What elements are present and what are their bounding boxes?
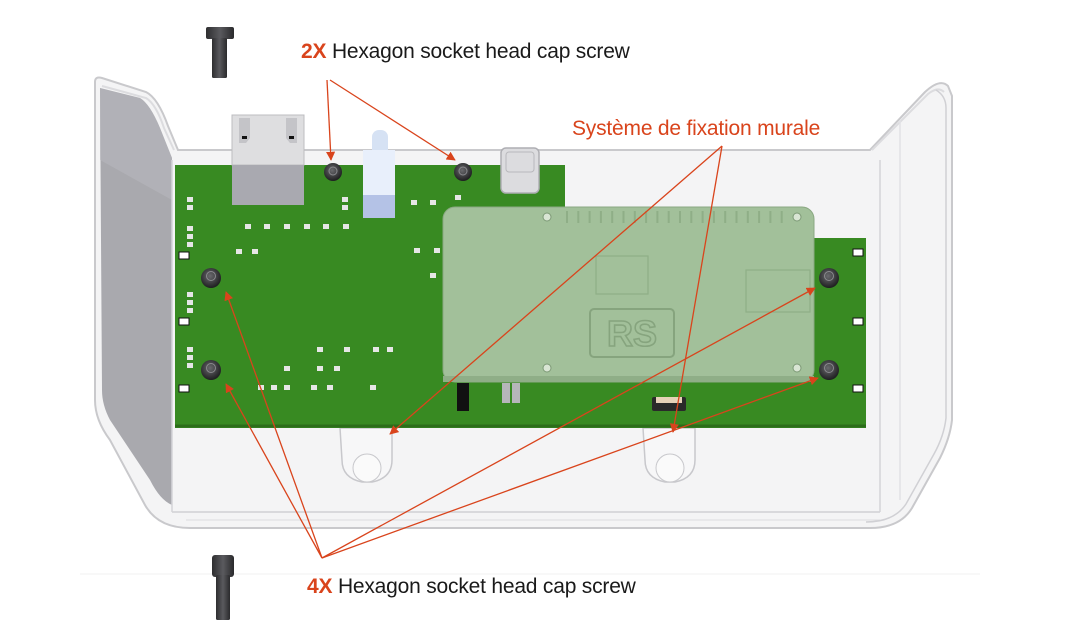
smd-component [252,249,258,254]
smd-component [187,300,193,305]
header-pin [712,211,715,223]
smd-component [187,226,193,231]
ic-footprint [852,248,864,257]
smd-component [284,385,290,390]
light-pipe [363,130,395,218]
callout-bottom-screws-qty: 4X [307,575,333,598]
smd-component [317,347,323,352]
smd-component [187,308,193,313]
usb-c-port [500,147,540,194]
smd-component [284,366,290,371]
header-pin [599,211,602,223]
smd-component [284,224,290,229]
smd-component [344,347,350,352]
pcb-screw-top-2 [454,163,472,181]
callout-wall-mount: Système de fixation murale [572,117,820,141]
smd-component [264,224,270,229]
smd-component [187,363,193,368]
header-pin [746,211,749,223]
pcb-screw-right-upper [819,268,839,288]
header-pin [701,211,704,223]
header-black [457,383,469,411]
smd-component [187,242,193,247]
header-pin [780,211,783,223]
header-pin [679,211,681,223]
smd-component [370,385,376,390]
ethernet-port [231,114,305,205]
header-pin [645,211,648,223]
smd-component [455,195,461,200]
smd-component [187,197,193,202]
pcb-screw-top-1 [324,163,342,181]
ic-footprint [852,384,864,393]
callout-top-screws-label: Hexagon socket head cap screw [331,40,630,63]
smd-component [271,385,277,390]
smd-component [342,197,348,202]
header-pin [566,211,568,223]
ic-footprint [178,317,190,326]
smd-component [434,248,440,253]
smd-component [343,224,349,229]
smd-component [304,224,310,229]
callout-arrows-wall-mount [389,145,723,435]
smd-component [411,200,417,205]
callout-arrows-top-screws [326,79,456,161]
wall-mount-clip-left [339,427,393,483]
header-pin [622,211,625,223]
callout-bottom-screws: 4X Hexagon socket head cap screw [307,575,636,599]
callout-top-screws-qty: 2X [301,40,327,63]
header-pin [758,211,761,223]
smd-component [334,366,340,371]
pcb-components [178,195,864,393]
smd-component [317,366,323,371]
smd-component [327,385,333,390]
header-pin [769,211,772,223]
smd-component [414,248,420,253]
wall-mount-clip-right [642,427,696,483]
smd-component [236,249,242,254]
ic-footprint [852,317,864,326]
smd-component [187,234,193,239]
compute-module: RS [442,206,815,383]
header-pin [633,211,636,223]
ic-footprint [178,384,190,393]
callout-bottom-screws-label: Hexagon socket head cap screw [337,575,636,598]
smd-component [187,205,193,210]
pcb-screw-left-lower [201,360,221,380]
smd-component [323,224,329,229]
smd-component [387,347,393,352]
smd-component [187,292,193,297]
smd-component [342,205,348,210]
callout-wall-mount-label: Système de fixation murale [572,117,821,140]
loose-screw-top-icon [206,27,234,78]
header-pin [588,211,591,223]
header-pin [724,211,727,223]
ic-footprint [178,251,190,260]
smd-component [245,224,251,229]
pcb-screw-left-upper [201,268,221,288]
callout-arrows-bottom-screws [224,287,819,559]
callout-top-screws: 2X Hexagon socket head cap screw [301,40,630,64]
header-pin [690,211,693,223]
loose-screw-bottom-icon [212,555,234,620]
pcb-screw-right-lower [819,360,839,380]
smd-component [187,355,193,360]
smd-component [187,347,193,352]
smd-component [311,385,317,390]
smd-component [373,347,379,352]
smd-component [430,200,436,205]
header-pin [735,211,738,223]
header-pin [667,211,670,223]
header-pin [611,211,614,223]
smd-component [430,273,436,278]
header-pin [656,211,659,223]
rs-logo-frame [589,308,675,358]
header-pin [577,211,580,223]
rs-logo: RS [607,313,657,354]
